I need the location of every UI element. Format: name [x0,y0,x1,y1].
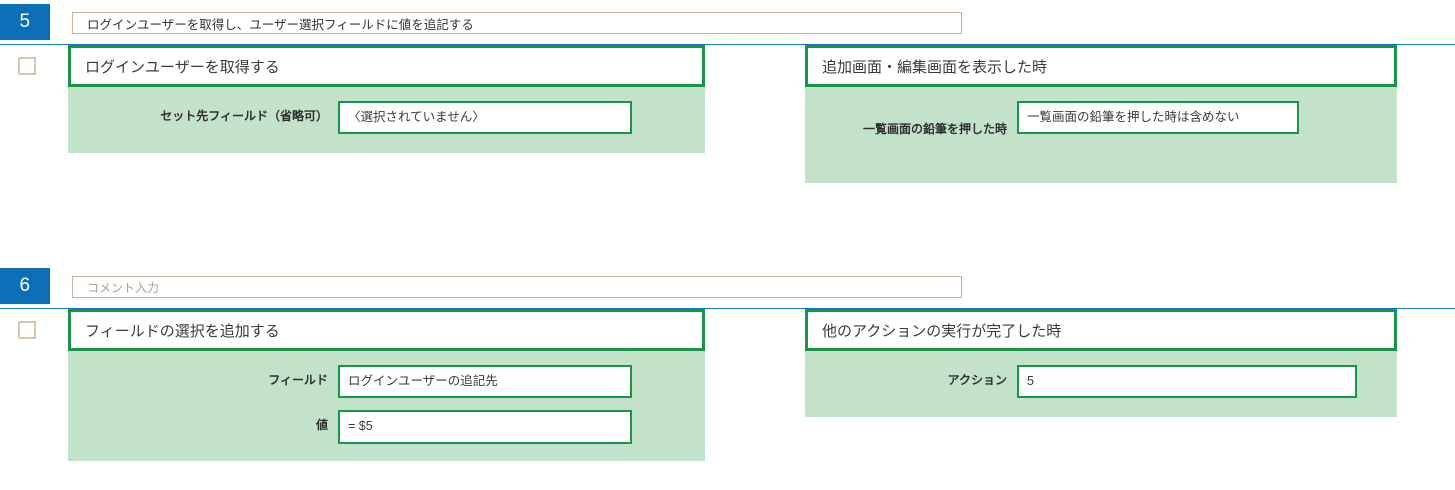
field-value[interactable]: 〈選択されていません〉 [338,101,632,135]
action-definition-panel: フィールドの選択を追加する フィールド ログインユーザーの追記先 値 = $5 [68,309,705,461]
field-value[interactable]: = $5 [338,410,632,444]
action-header-row: 5 ログインユーザーを取得し、ユーザー選択フィールドに値を追記する [0,0,1455,45]
field-row: セット先フィールド（省略可） 〈選択されていません〉 [68,101,705,135]
action-body-row: ログインユーザーを取得する セット先フィールド（省略可） 〈選択されていません〉… [0,45,1455,210]
field-label: 値 [315,418,328,433]
action-select-checkbox[interactable] [18,57,36,75]
header-divider [0,44,1455,45]
action-definition-panel: ログインユーザーを取得する セット先フィールド（省略可） 〈選択されていません〉 [68,45,705,153]
field-row: フィールド ログインユーザーの追記先 [68,365,705,399]
trigger-panel-title[interactable]: 追加画面・編集画面を表示した時 [805,45,1397,87]
action-summary-input[interactable]: ログインユーザーを取得し、ユーザー選択フィールドに値を追記する [72,12,962,34]
action-group-6: 6 コメント入力 フィールドの選択を追加する フィールド ログインユーザーの追記… [0,264,1455,479]
field-value[interactable]: ログインユーザーの追記先 [338,365,632,399]
action-panel-body: セット先フィールド（省略可） 〈選択されていません〉 [68,87,705,153]
field-row: アクション 5 [805,365,1397,399]
trigger-definition-panel: 追加画面・編集画面を表示した時 一覧画面の鉛筆を押した時 一覧画面の鉛筆を押した… [805,45,1397,183]
action-select-checkbox[interactable] [18,321,36,339]
trigger-panel-title[interactable]: 他のアクションの実行が完了した時 [805,309,1397,351]
field-label: 一覧画面の鉛筆を押した時 [862,122,1007,136]
trigger-panel-body: アクション 5 [805,351,1397,417]
action-header-row: 6 コメント入力 [0,264,1455,309]
field-label: アクション [947,373,1007,387]
action-group-5: 5 ログインユーザーを取得し、ユーザー選択フィールドに値を追記する ログインユー… [0,0,1455,210]
field-row: 一覧画面の鉛筆を押した時 一覧画面の鉛筆を押した時は含めない [805,101,1397,137]
header-divider [0,308,1455,309]
action-number-badge: 5 [0,4,50,40]
action-panel-body: フィールド ログインユーザーの追記先 値 = $5 [68,351,705,461]
field-label: フィールド [268,373,328,387]
field-value[interactable]: 5 [1017,365,1357,399]
field-row: 値 = $5 [68,410,705,444]
trigger-definition-panel: 他のアクションの実行が完了した時 アクション 5 [805,309,1397,417]
trigger-panel-body: 一覧画面の鉛筆を押した時 一覧画面の鉛筆を押した時は含めない [805,87,1397,183]
action-panel-title[interactable]: フィールドの選択を追加する [68,309,705,351]
action-summary-input[interactable]: コメント入力 [72,276,962,298]
action-panel-title[interactable]: ログインユーザーを取得する [68,45,705,87]
action-body-row: フィールドの選択を追加する フィールド ログインユーザーの追記先 値 = $5 … [0,309,1455,479]
field-value[interactable]: 一覧画面の鉛筆を押した時は含めない [1017,101,1299,135]
field-label: セット先フィールド（省略可） [160,109,328,123]
action-number-badge: 6 [0,268,50,304]
